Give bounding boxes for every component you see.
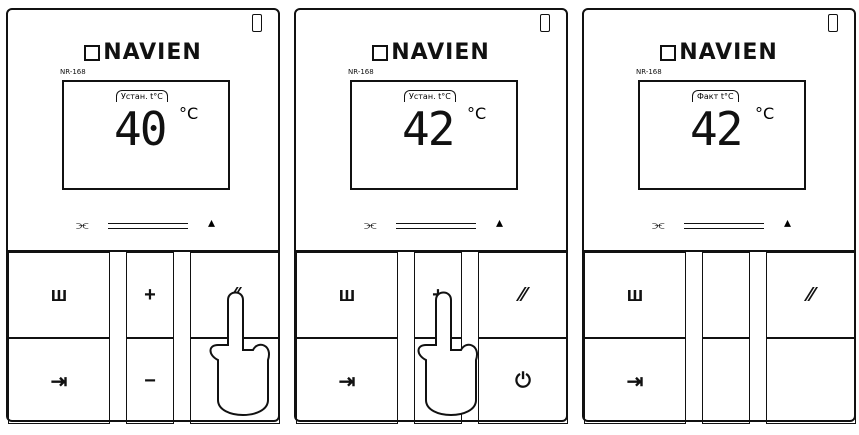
shower-icon: ⁄⁄ xyxy=(520,284,527,307)
shower-button[interactable]: ⁄⁄ xyxy=(766,252,856,338)
navien-logo: NAVIEN xyxy=(296,40,566,65)
exit-icon: ⇥ xyxy=(627,369,644,394)
heating-button[interactable]: ш xyxy=(8,252,110,338)
away-button[interactable]: ⇥ xyxy=(8,338,110,424)
flame-icon: ▴ xyxy=(208,214,215,231)
flow-gauge: ⫘ ▴ xyxy=(296,220,566,230)
plus-button[interactable]: + xyxy=(126,252,174,338)
button-grid: ш ⁄⁄ ⇥ xyxy=(584,250,854,426)
flow-gauge: ⫘ ▴ xyxy=(584,220,854,230)
model-label: NR-168 xyxy=(348,68,374,76)
controller-panel-2: NAVIEN NR-168 Устан. t°C 42 °C ⫘ ▴ ш + ⁄… xyxy=(294,8,568,422)
temperature-readout: 42 xyxy=(690,102,741,156)
minus-button[interactable] xyxy=(414,338,462,424)
away-button[interactable]: ⇥ xyxy=(296,338,398,424)
shower-icon: ⁄⁄ xyxy=(232,284,239,307)
model-label: NR-168 xyxy=(60,68,86,76)
radiator-icon: ш xyxy=(627,284,644,307)
power-button[interactable] xyxy=(190,338,280,424)
minus-button[interactable]: − xyxy=(126,338,174,424)
lcd-mode-label: Факт t°C xyxy=(692,90,739,102)
temperature-unit: °C xyxy=(755,104,774,123)
power-button[interactable]: ⏻ xyxy=(478,338,568,424)
faucet-icon: ⫘ xyxy=(652,216,665,233)
navien-logo: NAVIEN xyxy=(584,40,854,65)
lcd-display: Устан. t°C 42 °C xyxy=(350,80,518,190)
exit-icon: ⇥ xyxy=(339,369,356,394)
shower-button[interactable]: ⁄⁄ xyxy=(478,252,568,338)
mounting-tab-icon xyxy=(828,14,838,32)
temperature-readout: 42 xyxy=(402,102,453,156)
flame-icon: ▴ xyxy=(496,214,503,231)
navien-logo: NAVIEN xyxy=(8,40,278,65)
minus-button[interactable] xyxy=(702,338,750,424)
lcd-display: Устан. t°C 40 °C xyxy=(62,80,230,190)
away-button[interactable]: ⇥ xyxy=(584,338,686,424)
power-button[interactable] xyxy=(766,338,856,424)
exit-icon: ⇥ xyxy=(51,369,68,394)
gauge-line xyxy=(396,223,476,229)
faucet-icon: ⫘ xyxy=(364,216,377,233)
gauge-line xyxy=(108,223,188,229)
temperature-unit: °C xyxy=(467,104,486,123)
radiator-icon: ш xyxy=(339,284,356,307)
shower-button[interactable]: ⁄⁄ xyxy=(190,252,280,338)
shower-icon: ⁄⁄ xyxy=(808,284,815,307)
radiator-icon: ш xyxy=(51,284,68,307)
heating-button[interactable]: ш xyxy=(584,252,686,338)
controller-panel-3: NAVIEN NR-168 Факт t°C 42 °C ⫘ ▴ ш ⁄⁄ ⇥ xyxy=(582,8,856,422)
button-grid: ш + ⁄⁄ ⇥ ⏻ xyxy=(296,250,566,426)
gauge-line xyxy=(684,223,764,229)
lcd-mode-label: Устан. t°C xyxy=(404,90,456,102)
temperature-unit: °C xyxy=(179,104,198,123)
button-grid: ш + ⁄⁄ ⇥ − xyxy=(8,250,278,426)
model-label: NR-168 xyxy=(636,68,662,76)
plus-button[interactable]: + xyxy=(414,252,462,338)
temperature-readout: 40 xyxy=(114,102,165,156)
lcd-display: Факт t°C 42 °C xyxy=(638,80,806,190)
heating-button[interactable]: ш xyxy=(296,252,398,338)
controller-panel-1: NAVIEN NR-168 Устан. t°C 40 °C ⫘ ▴ ш + ⁄… xyxy=(6,8,280,422)
flame-icon: ▴ xyxy=(784,214,791,231)
mounting-tab-icon xyxy=(252,14,262,32)
lcd-mode-label: Устан. t°C xyxy=(116,90,168,102)
flow-gauge: ⫘ ▴ xyxy=(8,220,278,230)
faucet-icon: ⫘ xyxy=(76,216,89,233)
mounting-tab-icon xyxy=(540,14,550,32)
plus-button[interactable] xyxy=(702,252,750,338)
